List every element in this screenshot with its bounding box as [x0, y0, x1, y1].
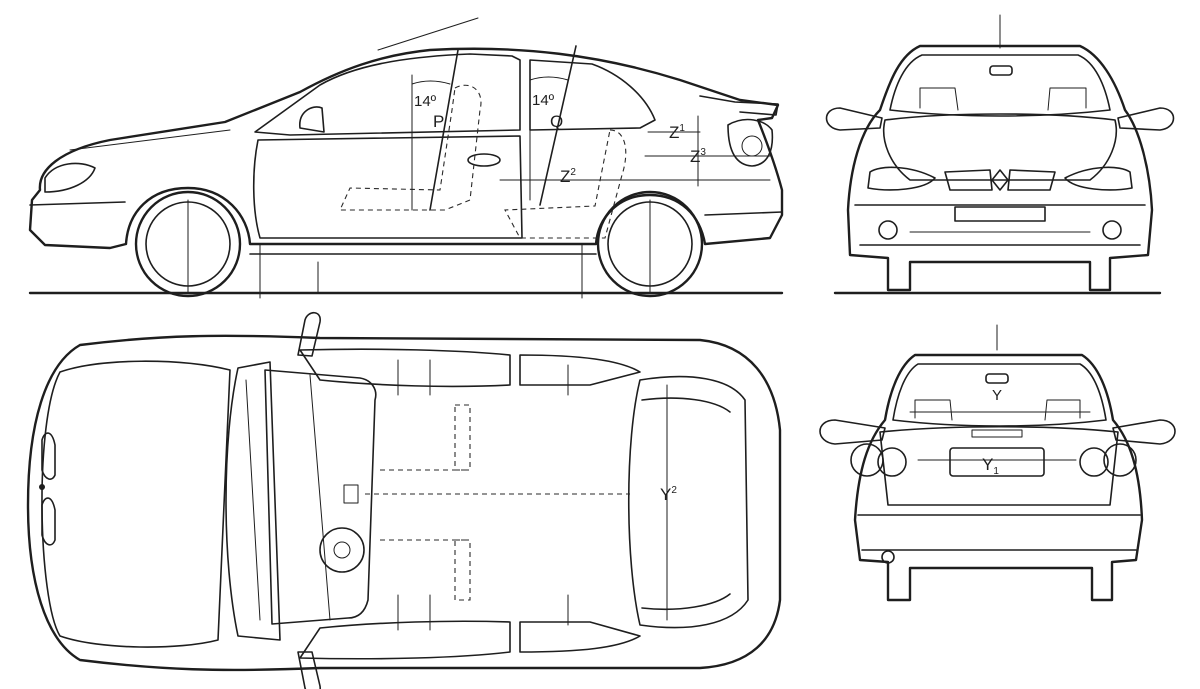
q-angle-arc: [529, 76, 569, 81]
front-right-mirror: [1117, 107, 1175, 131]
top-right-window: [299, 620, 511, 660]
front-wheel: [134, 190, 242, 298]
rear-window-spoiler-bottom: [641, 593, 731, 611]
rear-window-spoiler-top: [641, 397, 731, 413]
front-left-headlight: [867, 166, 936, 191]
top-body-outline: [26, 334, 782, 672]
rear-interior-mirror: [985, 373, 1009, 384]
rear-view: Y Y1: [819, 324, 1176, 602]
top-left-window: [299, 348, 511, 388]
front-bumper-line: [29, 201, 126, 206]
label-y: Y: [992, 387, 1002, 404]
label-z1: Z1: [669, 123, 685, 142]
front-seat-outline: [339, 84, 482, 211]
front-windshield: [889, 54, 1111, 117]
rear-left-mirror: [819, 419, 886, 445]
front-hood: [883, 113, 1117, 181]
tail-light-ring: [741, 135, 763, 157]
top-right-rear-window: [519, 621, 641, 653]
side-tail-light: [727, 118, 774, 167]
top-seat-outline-2: [454, 539, 471, 601]
p-angle-arc: [411, 80, 451, 85]
rear-spoiler: [699, 95, 779, 116]
dashboard-line: [309, 374, 331, 621]
top-sunroof: [264, 369, 377, 625]
side-mirror: [299, 106, 325, 133]
top-seat-outline-1: [454, 404, 471, 471]
rear-view-mirror: [989, 65, 1013, 76]
label-angle-p: 14º: [414, 93, 437, 110]
rear-tow-hook: [881, 550, 895, 564]
front-left-headrest: [919, 87, 959, 111]
door-handle: [467, 153, 501, 167]
front-grille: [944, 169, 1056, 191]
front-view: [825, 14, 1175, 295]
steering-wheel: [319, 527, 365, 573]
label-angle-q: 14º: [532, 92, 555, 109]
side-window-frame: [254, 53, 521, 136]
label-z3: Z3: [690, 147, 706, 166]
top-right-headlight: [41, 497, 56, 546]
rear-left-tail-light-outer: [850, 443, 884, 477]
top-hood: [41, 360, 231, 648]
rear-body-outline: [853, 353, 1144, 602]
side-body-outline: [28, 47, 784, 250]
top-left-headlight: [41, 432, 56, 480]
rear-right-mirror: [1112, 419, 1176, 445]
rear-trunk-lid: [879, 425, 1119, 506]
hood-line: [69, 129, 231, 151]
front-right-foglight: [1102, 220, 1122, 240]
front-right-headlight: [1064, 166, 1133, 191]
third-brake-light: [971, 429, 1023, 438]
rear-right-tail-light-outer: [1103, 443, 1137, 477]
rear-right-tail-light-inner: [1079, 447, 1109, 477]
side-view: 14º P 14º Q Z1 Z3 Z2: [28, 17, 784, 299]
q-dimension-line: [539, 45, 577, 206]
side-rear-window: [529, 59, 656, 131]
rear-wheel: [596, 190, 704, 298]
rear-bumper-line: [704, 211, 783, 216]
side-headlight: [44, 162, 96, 193]
top-seat-outline-3: [380, 469, 470, 541]
rear-right-headrest: [1044, 399, 1081, 421]
steering-hub: [333, 541, 351, 559]
gear-lever: [343, 484, 359, 504]
windshield-wiper: [245, 379, 261, 621]
front-right-headrest: [1047, 87, 1087, 111]
rear-left-tail-light-inner: [877, 447, 907, 477]
front-left-mirror: [825, 107, 883, 131]
rear-plate: [949, 447, 1045, 477]
side-door: [252, 135, 523, 239]
p-dimension-line: [429, 49, 459, 211]
top-left-rear-window: [519, 354, 641, 386]
top-logo-dot: [39, 484, 45, 490]
top-view: Y2: [26, 311, 782, 689]
top-windshield: [225, 361, 281, 641]
rear-window: [892, 363, 1107, 427]
label-y2: Y2: [660, 485, 677, 504]
top-rear-window: [627, 375, 749, 629]
label-z2: Z2: [560, 167, 576, 186]
front-logo: [991, 169, 1009, 191]
rear-seat-outline: [504, 129, 627, 239]
front-plate: [954, 206, 1046, 222]
antenna: [377, 17, 479, 51]
front-body-outline: [846, 44, 1154, 292]
label-y1: Y1: [982, 455, 999, 477]
front-left-foglight: [878, 220, 898, 240]
rear-left-headrest: [914, 399, 953, 421]
top-left-mirror: [297, 311, 321, 357]
label-q: Q: [550, 112, 563, 131]
label-p: P: [433, 112, 444, 131]
